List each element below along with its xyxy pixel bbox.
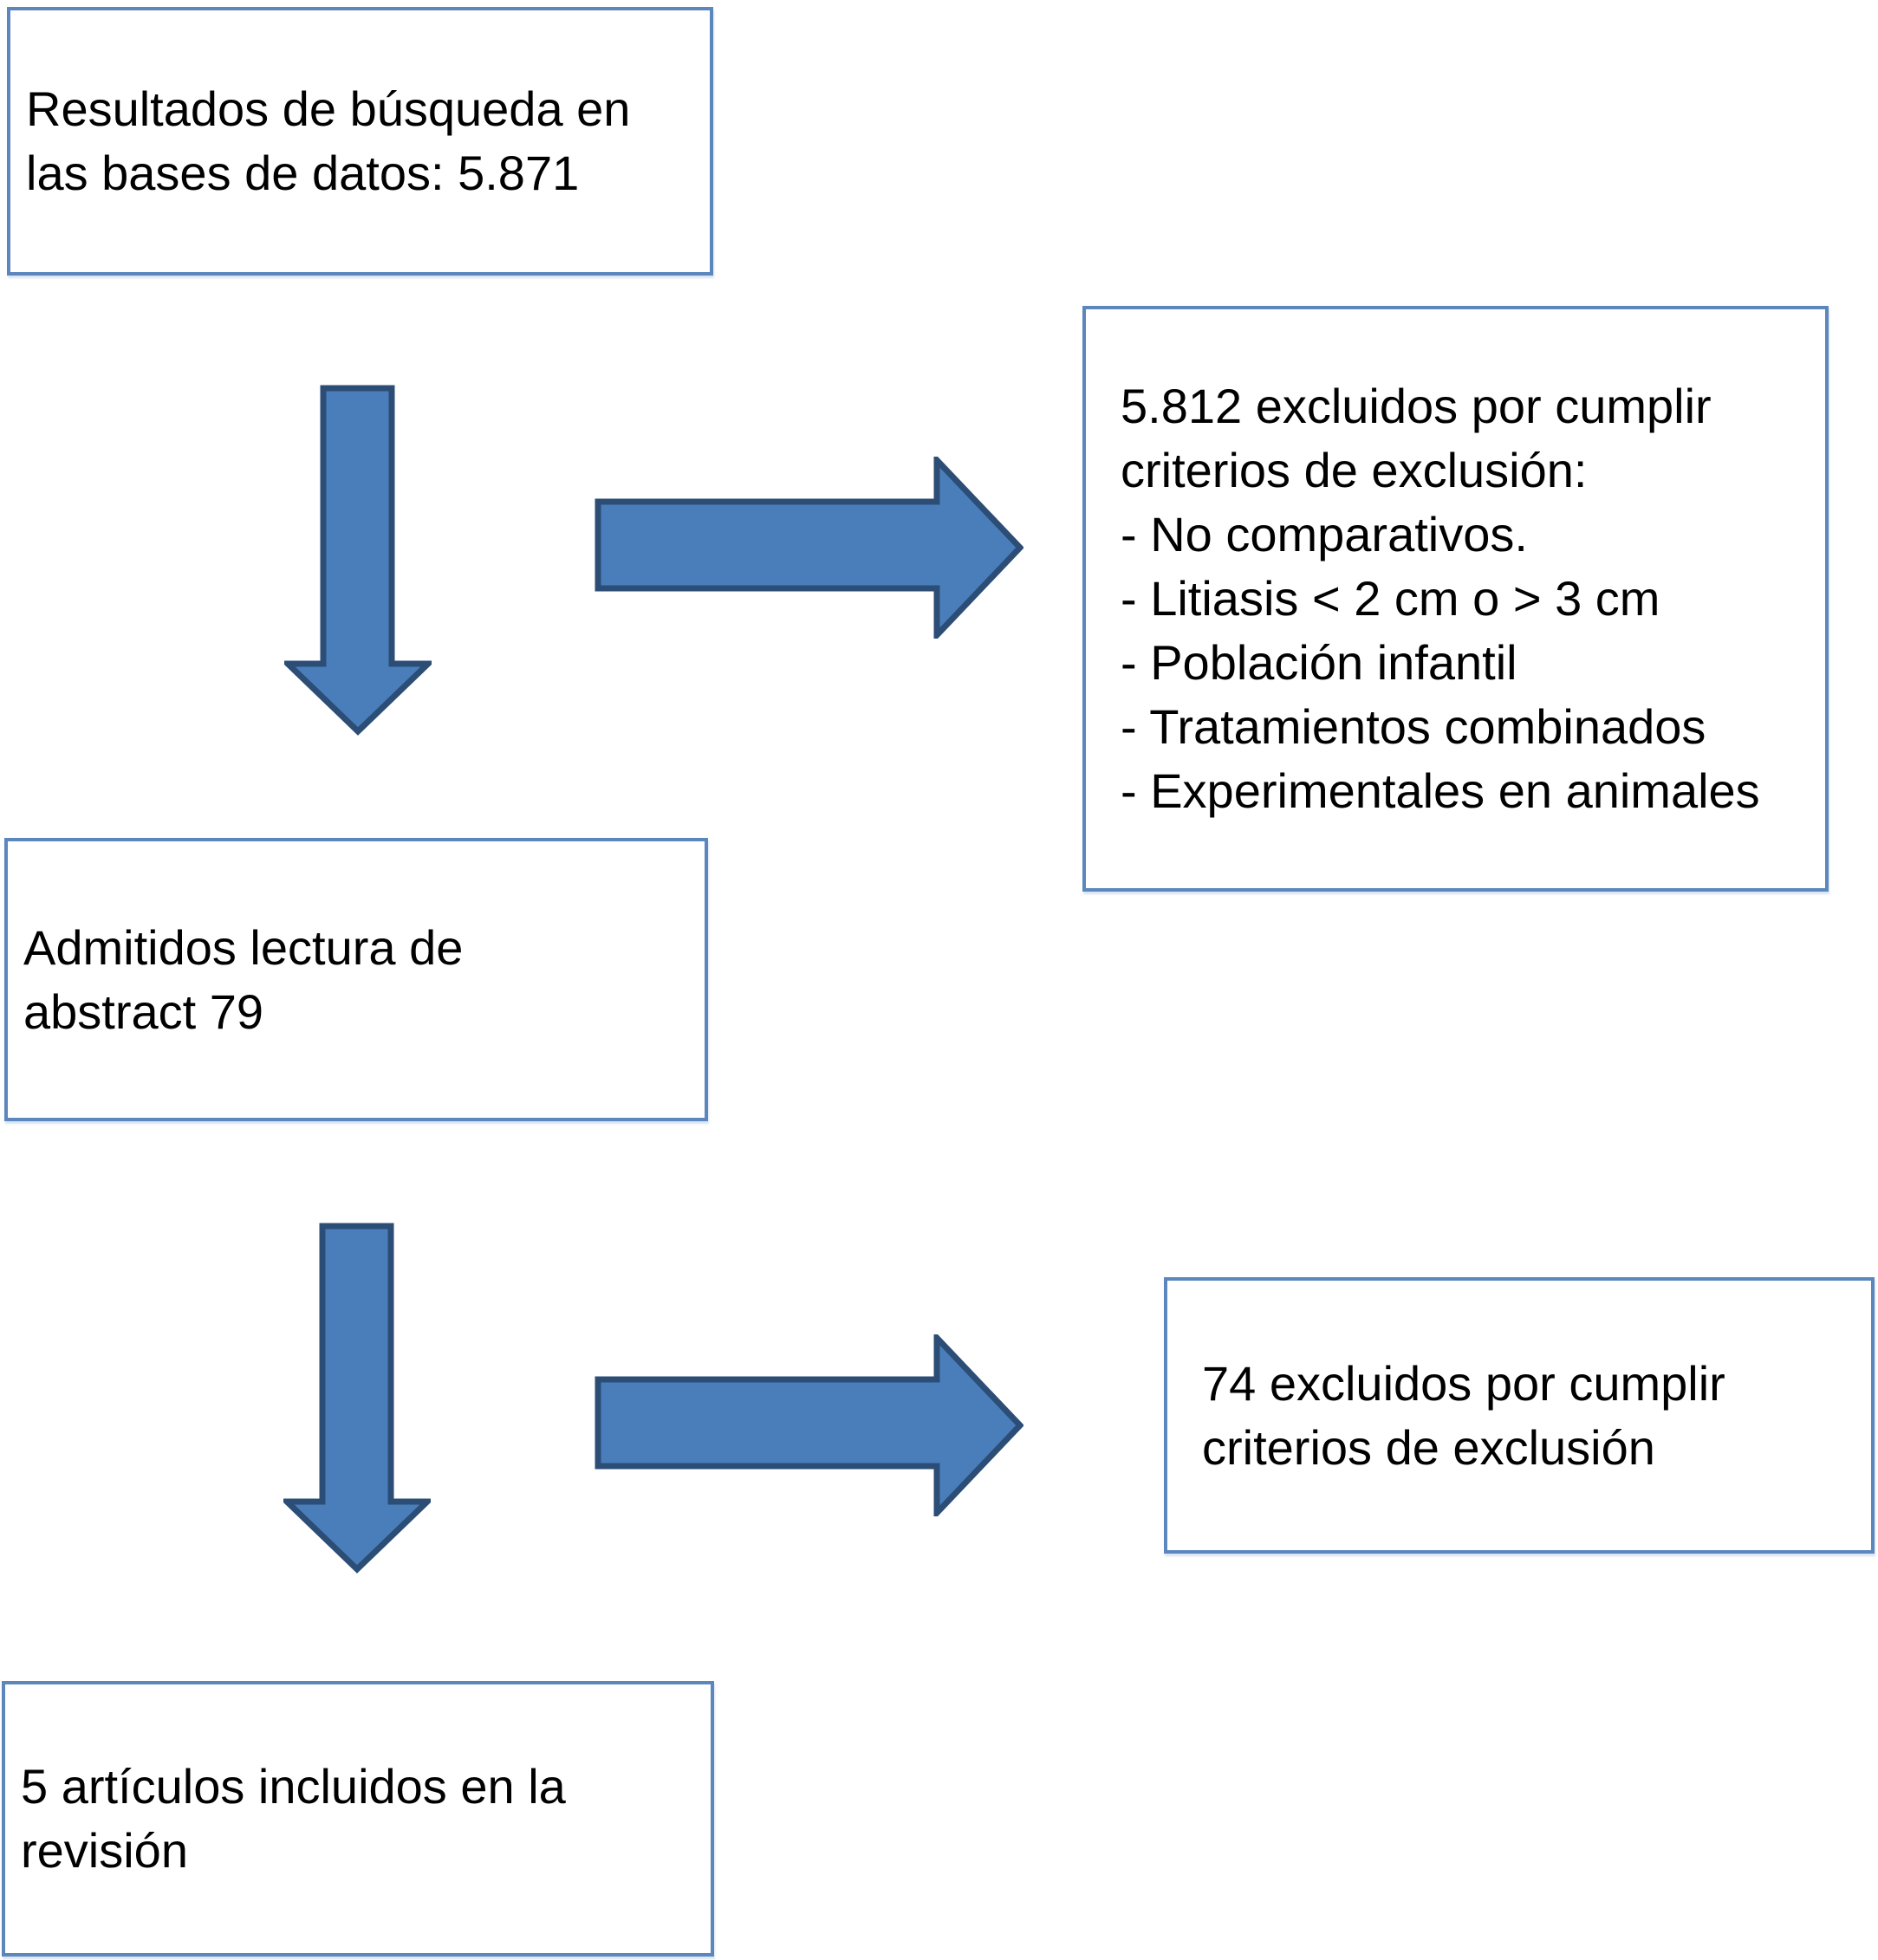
text-line: 74 excluidos por cumplir	[1202, 1355, 1725, 1411]
bullet-line: - Litiasis < 2 cm o > 3 cm	[1121, 571, 1660, 626]
box-excluded-screening: 5.812 excluidos por cumplir criterios de…	[1082, 306, 1829, 892]
bullet-line: - Población infantil	[1121, 635, 1517, 690]
text-line: Resultados de búsqueda en	[26, 81, 631, 136]
box-excluded-screening-text: 5.812 excluidos por cumplir criterios de…	[1086, 374, 1825, 823]
box-included-review-text: 5 artículos incluidos en la revisión	[5, 1755, 711, 1883]
box-search-results-text: Resultados de búsqueda en las bases de d…	[10, 77, 710, 205]
bullet-line: - Experimentales en animales	[1121, 763, 1760, 818]
box-admitted-abstract-text: Admitidos lectura de abstract 79	[8, 916, 705, 1044]
text-line: criterios de exclusión	[1202, 1419, 1655, 1475]
box-included-review: 5 artículos incluidos en la revisión	[2, 1681, 714, 1957]
box-admitted-abstract: Admitidos lectura de abstract 79	[4, 838, 708, 1121]
arrow-down-icon	[284, 385, 432, 736]
text-line: abstract 79	[23, 983, 264, 1039]
arrow-down-icon	[283, 1223, 431, 1574]
bullet-line: - No comparativos.	[1121, 507, 1528, 561]
text-line: Admitidos lectura de	[23, 919, 464, 975]
box-excluded-fulltext-text: 74 excluidos por cumplir criterios de ex…	[1167, 1352, 1871, 1480]
text-line: criterios de exclusión:	[1121, 443, 1588, 497]
arrow-right-shape	[595, 1334, 1023, 1516]
arrow-right-shape	[595, 457, 1023, 639]
box-excluded-fulltext: 74 excluidos por cumplir criterios de ex…	[1164, 1277, 1875, 1554]
arrow-down-shape	[283, 1223, 431, 1574]
box-search-results: Resultados de búsqueda en las bases de d…	[7, 7, 713, 276]
text-line: las bases de datos: 5.871	[26, 146, 580, 200]
arrow-right-icon	[595, 1334, 1023, 1516]
text-line: 5.812 excluidos por cumplir	[1121, 379, 1712, 433]
arrow-down-shape	[284, 385, 432, 736]
text-line: revisión	[21, 1823, 188, 1878]
bullet-line: - Tratamientos combinados	[1121, 699, 1706, 754]
arrow-right-icon	[595, 457, 1023, 639]
text-line: 5 artículos incluidos en la	[21, 1759, 566, 1814]
